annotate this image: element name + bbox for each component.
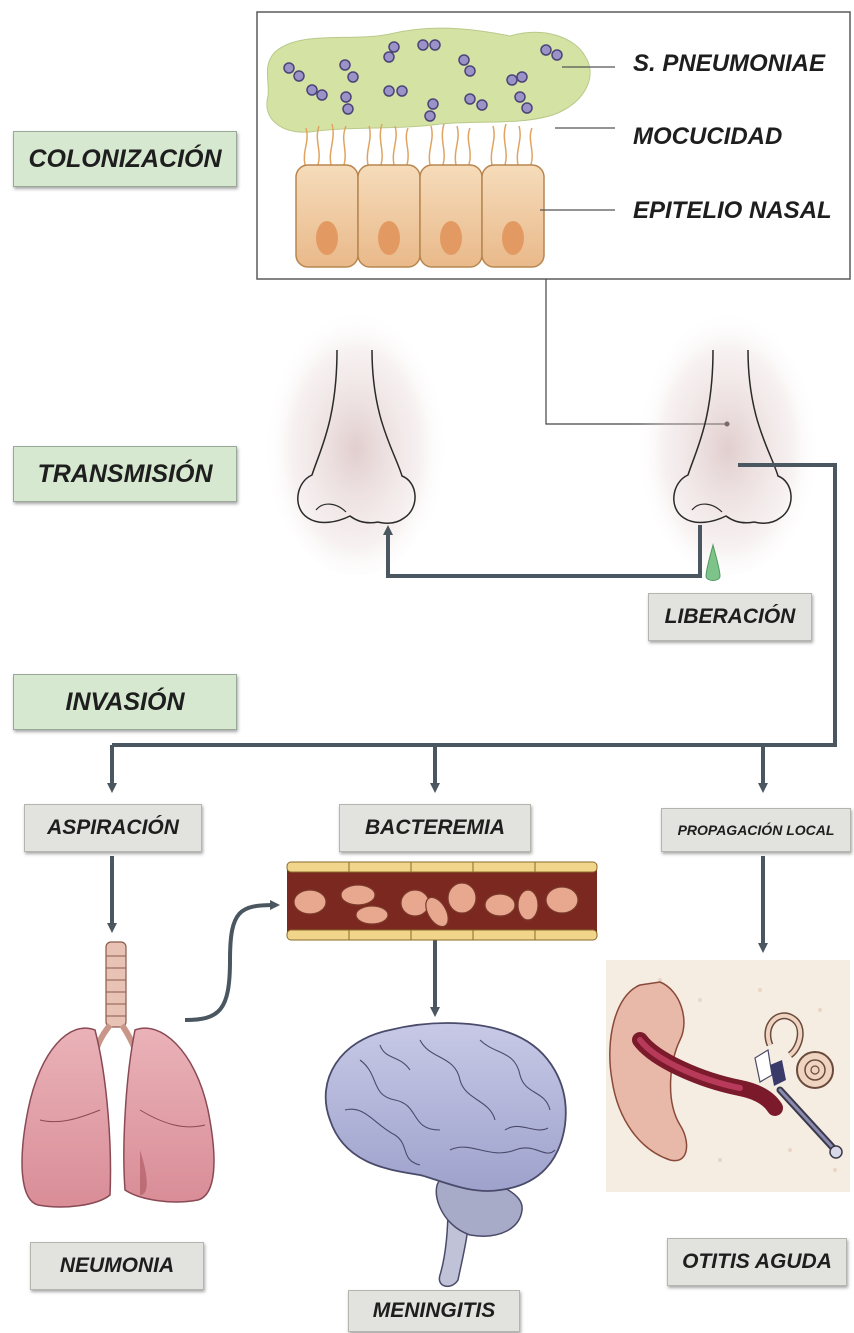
- box-otitis-aguda: OTITIS AGUDA: [667, 1238, 847, 1286]
- brain-illustration: [326, 1023, 566, 1286]
- box-aspiracion: ASPIRACIÓN: [24, 804, 202, 852]
- label-mucosidad: MOCUCIDAD: [633, 123, 782, 151]
- blood-vessel: [287, 862, 597, 940]
- propagacion-local-label: PROPAGACIÓN LOCAL: [678, 822, 835, 838]
- stage-colonizacion-label: COLONIZACIÓN: [28, 145, 221, 174]
- bacteremia-label: BACTEREMIA: [365, 816, 505, 840]
- aspiracion-label: ASPIRACIÓN: [47, 816, 179, 840]
- box-bacteremia: BACTEREMIA: [339, 804, 531, 852]
- liberacion-label: LIBERACIÓN: [665, 605, 796, 629]
- stage-transmision: TRANSMISIÓN: [13, 446, 237, 502]
- box-meningitis: MENINGITIS: [348, 1290, 520, 1332]
- stage-invasion: INVASIÓN: [13, 674, 237, 730]
- stage-invasion-label: INVASIÓN: [66, 688, 185, 717]
- neumonia-label: NEUMONIA: [60, 1254, 174, 1278]
- ear-illustration: [606, 960, 850, 1192]
- otitis-aguda-label: OTITIS AGUDA: [682, 1250, 832, 1274]
- label-s-pneumoniae: S. PNEUMONIAE: [633, 50, 825, 78]
- lungs-illustration: [22, 942, 214, 1207]
- epithelial-cells: [296, 165, 544, 267]
- box-propagacion-local: PROPAGACIÓN LOCAL: [661, 808, 851, 852]
- right-nose: [636, 295, 820, 575]
- meningitis-label: MENINGITIS: [373, 1299, 496, 1323]
- box-neumonia: NEUMONIA: [30, 1242, 204, 1290]
- stage-transmision-label: TRANSMISIÓN: [38, 460, 213, 489]
- stage-colonizacion: COLONIZACIÓN: [13, 131, 237, 187]
- label-epitelio-nasal: EPITELIO NASAL: [633, 197, 832, 225]
- box-liberacion: LIBERACIÓN: [648, 593, 812, 641]
- left-nose: [264, 295, 448, 575]
